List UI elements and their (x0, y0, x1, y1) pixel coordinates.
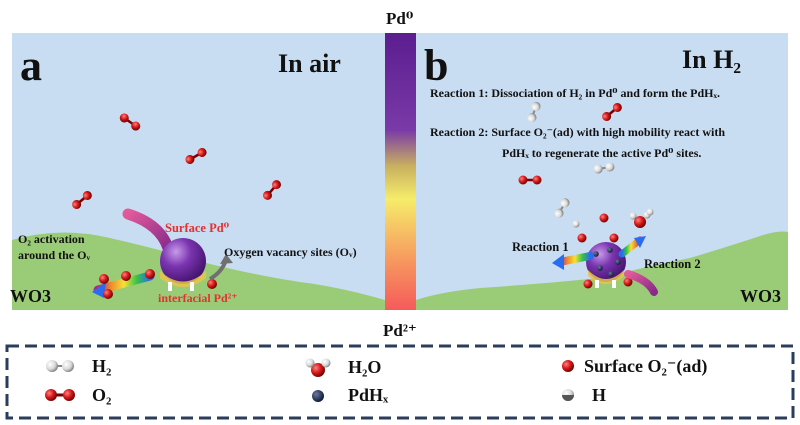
oxygen-spillover-arrow (93, 271, 155, 295)
panel-a-title: In air (278, 49, 341, 78)
activation-arrow (122, 208, 174, 254)
reaction1-label: Reaction 1 (512, 240, 569, 254)
o2-activation-label: O₂ activation (18, 232, 85, 246)
o2-molecule (602, 103, 622, 121)
bar-bottom-label: Pd²⁺ (383, 321, 417, 340)
interfacial-pd-label: interfacial Pd²⁺ (158, 291, 238, 305)
panel-b-substrate-label: WO3 (740, 286, 781, 306)
o2-molecule (518, 175, 542, 185)
surface-o2-icon (562, 360, 574, 372)
pdhx-icon (312, 390, 324, 402)
legend-label-h: H (592, 385, 606, 405)
surface-o2-atom (121, 271, 131, 281)
panel-b-letter: b (424, 41, 448, 90)
o2-activation-label-2: around the Oᵥ (18, 248, 90, 262)
bar-top-label: Pd⁰ (386, 9, 413, 28)
pdhx-site (607, 247, 613, 253)
o2-molecule (119, 113, 141, 131)
legend-label-h2o: H₂O (348, 357, 381, 377)
o2-molecule (263, 180, 281, 200)
o2-molecule (185, 148, 207, 164)
gradient-bar (385, 33, 416, 310)
h2-molecule (554, 198, 570, 218)
surface-o2-atom (599, 213, 609, 223)
legend-label-pdhx: PdHₓ (348, 385, 389, 405)
panel-b: b In H₂ WO3 Reaction 1: Dissociation of … (416, 33, 788, 310)
surface-o2-atom (103, 289, 113, 299)
surface-o2-atom (609, 233, 619, 243)
h2o-molecule (629, 211, 651, 228)
panel-a-substrate-label: WO3 (10, 286, 51, 306)
panel-a: a In air WO3 (10, 33, 385, 310)
o2-molecule-icon (45, 389, 75, 401)
panel-a-letter: a (20, 41, 42, 90)
legend-label-o2: O₂ (92, 385, 111, 405)
pdhx-site (597, 265, 603, 271)
panel-b-title: In H₂ (682, 45, 741, 74)
pdhx-site (615, 259, 621, 265)
arrow-head (92, 282, 106, 298)
h2o-molecule-icon (305, 358, 331, 377)
h-atom (572, 220, 580, 228)
pdhx-site (593, 251, 599, 257)
legend: H₂ H₂O Surface O₂⁻(ad) O₂ PdHₓ H (5, 344, 795, 420)
surface-pd-label: Surface Pd⁰ (165, 221, 230, 235)
surface-o2-atom (145, 269, 155, 279)
arrow-head (220, 254, 233, 264)
h-atom-icon (562, 389, 574, 401)
legend-label-h2: H₂ (92, 356, 111, 376)
vacancy-site (612, 280, 616, 288)
o2-molecule (72, 191, 92, 209)
surface-o2-atom (207, 279, 217, 289)
legend-label-surface-o2: Surface O₂⁻(ad) (584, 356, 707, 377)
pd-state-gradient-bar: Pd⁰ Pd²⁺ (383, 9, 417, 340)
arrow-head (552, 254, 564, 270)
oxygen-vacancy-label: Oxygen vacancy sites (Oᵥ) (224, 245, 357, 259)
vacancy-site (168, 282, 172, 291)
reaction2-description-2: PdHₓ to regenerate the active Pd⁰ sites. (502, 146, 701, 160)
surface-o2-atom (623, 277, 633, 287)
surface-o2-atom (583, 279, 593, 289)
reaction2-arrow (624, 270, 658, 296)
pd-particle (160, 238, 206, 284)
h2-molecule (527, 101, 541, 123)
reaction2-description: Reaction 2: Surface O₂⁻(ad) with high mo… (430, 125, 725, 139)
reaction1-description: Reaction 1: Dissociation of H₂ in Pd⁰ an… (430, 86, 720, 100)
legend-border (5, 344, 795, 420)
pdhx-site (608, 271, 614, 277)
vacancy-site (595, 280, 599, 288)
surface-o2-atom (99, 274, 109, 284)
h2-molecule (593, 162, 615, 174)
vacancy-site (190, 282, 194, 291)
arrow-head (634, 236, 646, 248)
h2-molecule-icon (46, 360, 74, 372)
reaction2-label: Reaction 2 (644, 257, 701, 271)
h-atom (646, 208, 654, 216)
surface-o2-atom (577, 233, 587, 243)
reaction1-arrow (556, 252, 594, 266)
panel-b-ground (416, 231, 788, 310)
